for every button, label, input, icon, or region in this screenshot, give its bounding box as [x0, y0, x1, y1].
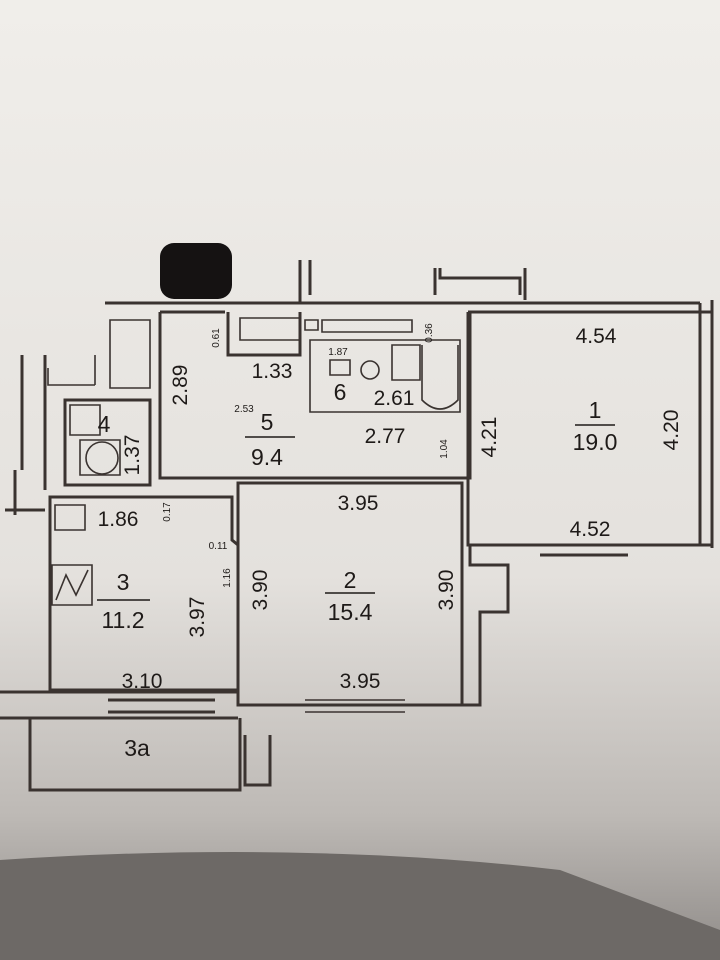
svg-text:1.04: 1.04 — [439, 439, 450, 459]
room-1-label: 1 19.0 — [573, 397, 618, 455]
room-3a-label: 3а — [124, 735, 150, 761]
svg-text:3.95: 3.95 — [340, 670, 381, 693]
svg-text:15.4: 15.4 — [328, 599, 373, 625]
shadow-band — [0, 852, 720, 960]
svg-text:1.86: 1.86 — [98, 508, 139, 531]
svg-text:4.54: 4.54 — [576, 325, 617, 348]
svg-text:2.53: 2.53 — [234, 404, 254, 415]
svg-text:1: 1 — [589, 397, 602, 423]
svg-text:3: 3 — [117, 569, 130, 595]
svg-text:4.21: 4.21 — [478, 417, 501, 458]
redaction-mark — [160, 243, 232, 299]
svg-text:0.61: 0.61 — [211, 328, 222, 348]
svg-text:4.20: 4.20 — [660, 410, 683, 451]
svg-text:2.89: 2.89 — [169, 365, 192, 406]
room-2-label: 2 15.4 — [325, 567, 375, 625]
svg-text:3.90: 3.90 — [249, 570, 272, 611]
svg-text:5: 5 — [261, 409, 274, 435]
svg-text:3.97: 3.97 — [186, 597, 209, 638]
svg-text:0.11: 0.11 — [209, 541, 228, 552]
svg-text:3.95: 3.95 — [338, 492, 379, 515]
svg-text:1.33: 1.33 — [252, 360, 293, 383]
svg-text:2.61: 2.61 — [374, 387, 415, 410]
room-3-label: 3 11.2 — [97, 569, 150, 633]
svg-text:0.17: 0.17 — [162, 502, 173, 522]
room-6-label: 6 — [334, 379, 347, 405]
svg-text:0.36: 0.36 — [424, 323, 435, 343]
svg-text:19.0: 19.0 — [573, 429, 618, 455]
svg-text:3.10: 3.10 — [122, 670, 163, 693]
svg-text:4.52: 4.52 — [570, 518, 611, 541]
svg-text:9.4: 9.4 — [251, 444, 283, 470]
svg-text:1.37: 1.37 — [121, 435, 144, 476]
walls — [0, 260, 714, 792]
svg-text:1.16: 1.16 — [222, 568, 233, 588]
room-4-label: 4 — [98, 411, 111, 437]
dimension-labels: 4.54 4.20 4.52 4.21 3.95 3.95 3.90 3.90 … — [98, 323, 683, 693]
svg-text:2.77: 2.77 — [365, 425, 406, 448]
svg-text:2: 2 — [344, 567, 357, 593]
room-5-label: 5 9.4 — [245, 409, 295, 470]
svg-text:1.87: 1.87 — [328, 347, 348, 358]
svg-text:3.90: 3.90 — [435, 570, 458, 611]
svg-text:11.2: 11.2 — [101, 607, 144, 633]
